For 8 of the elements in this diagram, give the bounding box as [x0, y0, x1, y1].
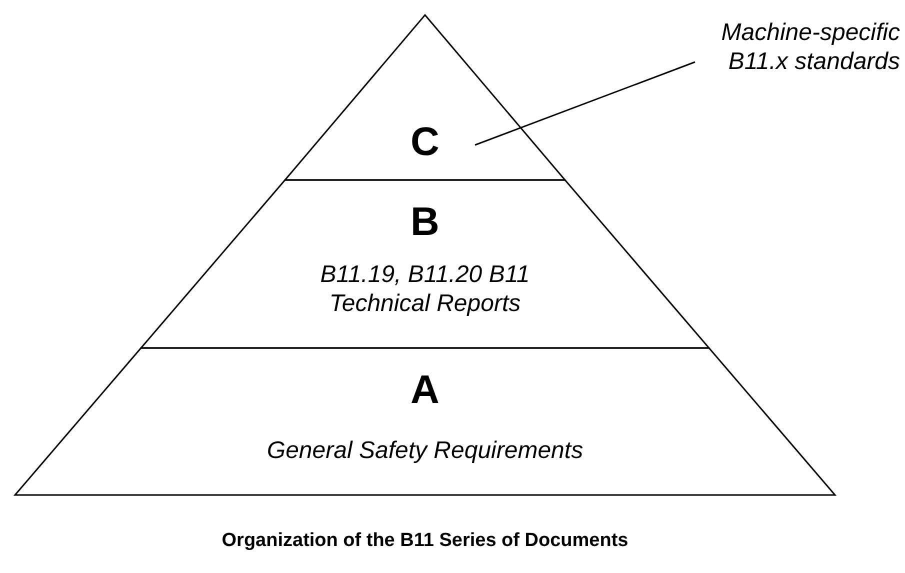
figure-caption: Organization of the B11 Series of Documents: [220, 530, 630, 552]
tier-description: B11.19, B11.20 B11 Technical Reports: [319, 260, 531, 318]
leader-line: [474, 61, 696, 146]
tier-letter: C: [410, 120, 440, 164]
callout-text: Machine-specific B11.x standards: [720, 18, 900, 76]
tier-letter: B: [410, 200, 440, 244]
tier-letter: A: [410, 368, 440, 412]
tier-description: General Safety Requirements: [266, 436, 584, 465]
